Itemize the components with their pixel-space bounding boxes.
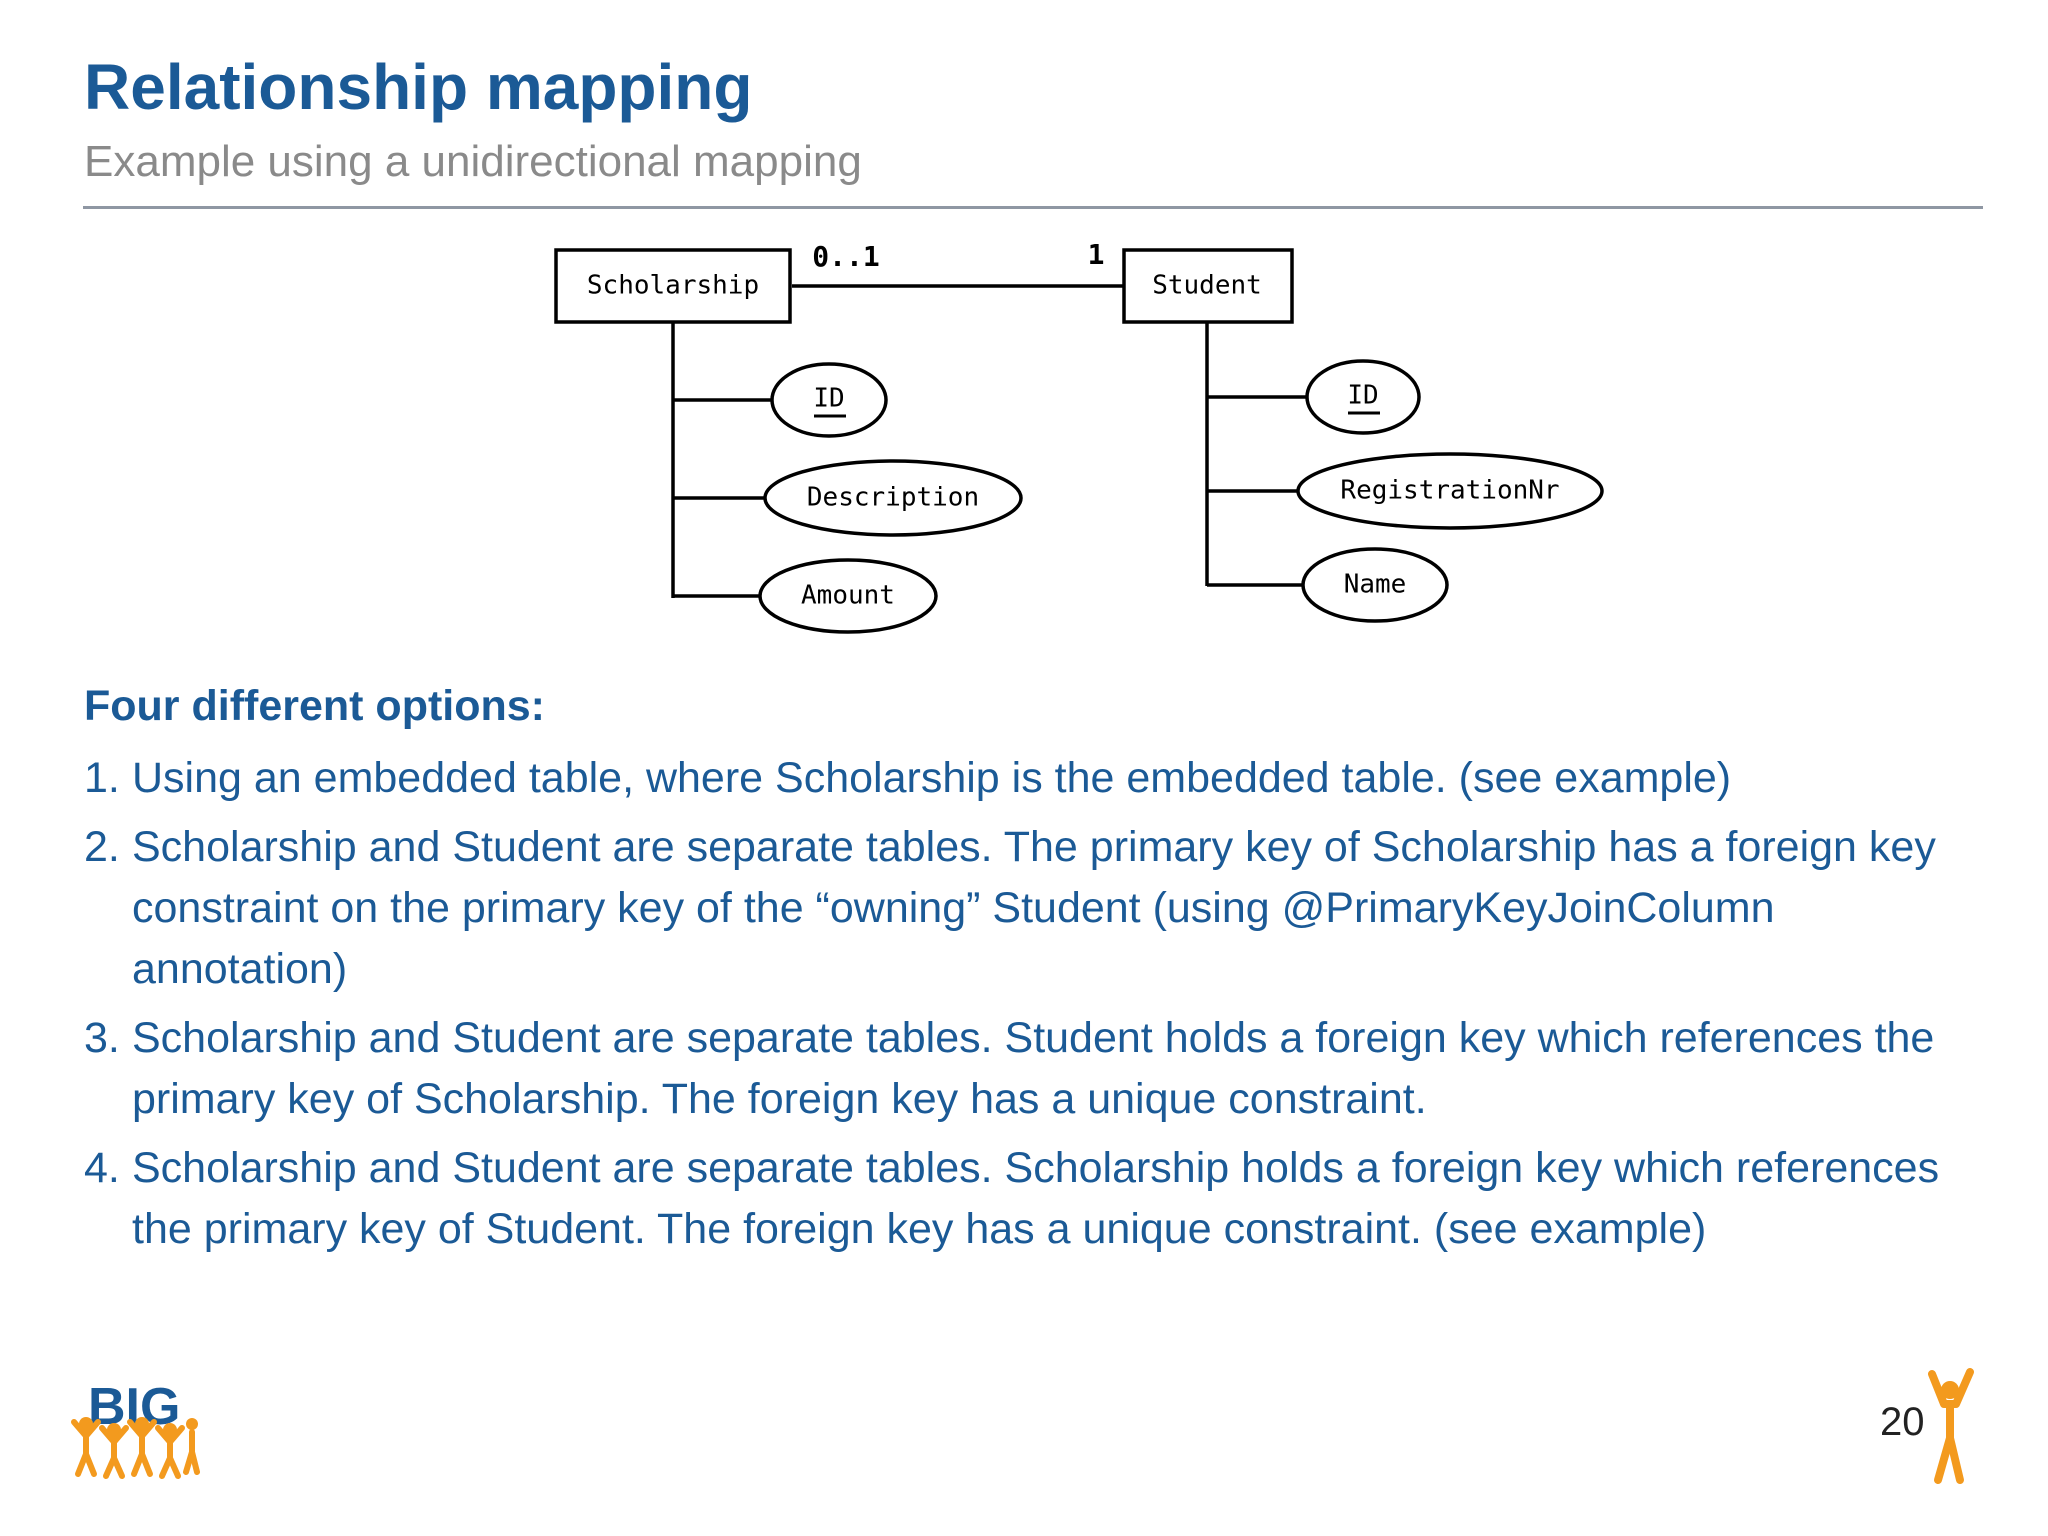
page-number: 20	[1880, 1400, 1925, 1444]
scholarship-attr-id-label: ID	[813, 384, 844, 414]
student-attr-id-label: ID	[1347, 381, 1378, 411]
left-multiplicity-label: 0..1	[812, 240, 879, 273]
option-text: Scholarship and Student are separate tab…	[132, 1144, 1940, 1253]
student-attr-name-label: Name	[1344, 570, 1407, 600]
option-item: 3. Scholarship and Student are separate …	[84, 1008, 1984, 1130]
student-attr-registration-ellipse	[1296, 452, 1604, 530]
option-item: 2. Scholarship and Student are separate …	[84, 817, 1984, 1000]
scholarship-attr-description-ellipse	[763, 459, 1023, 537]
student-entity-box	[1122, 248, 1294, 324]
scholarship-entity-box	[554, 248, 792, 324]
student-attr-id-ellipse	[1305, 359, 1421, 435]
slide-title: Relationship mapping	[84, 51, 753, 123]
option-number: 1.	[84, 754, 120, 802]
big-logo-icon: BIG	[71, 1378, 200, 1479]
scholarship-attr-amount-ellipse	[758, 558, 938, 634]
scholarship-entity-label: Scholarship	[587, 271, 759, 301]
right-multiplicity-label: 1	[1088, 238, 1105, 271]
slide-subtitle: Example using a unidirectional mapping	[84, 137, 862, 186]
scholarship-attr-description-label: Description	[807, 483, 979, 513]
options-list: 1. Using an embedded table, where Schola…	[84, 748, 1984, 1268]
option-item: 1. Using an embedded table, where Schola…	[84, 748, 1984, 809]
option-text: Scholarship and Student are separate tab…	[132, 1014, 1935, 1123]
option-number: 3.	[84, 1014, 120, 1062]
options-heading: Four different options:	[84, 682, 545, 730]
student-attr-name-ellipse	[1301, 547, 1449, 623]
option-number: 4.	[84, 1144, 120, 1192]
title-divider	[83, 206, 1983, 209]
option-number: 2.	[84, 823, 120, 871]
mascot-figure-icon	[1928, 1368, 1974, 1484]
option-text: Scholarship and Student are separate tab…	[132, 823, 1936, 993]
scholarship-attr-id-ellipse	[770, 362, 888, 438]
scholarship-attr-amount-label: Amount	[801, 581, 895, 611]
option-item: 4. Scholarship and Student are separate …	[84, 1138, 1984, 1260]
option-text: Using an embedded table, where Scholarsh…	[132, 754, 1732, 802]
er-diagram: Scholarship Student ID Description Amoun…	[554, 238, 1604, 634]
student-entity-label: Student	[1152, 271, 1262, 301]
student-attr-registration-label: RegistrationNr	[1340, 476, 1559, 506]
